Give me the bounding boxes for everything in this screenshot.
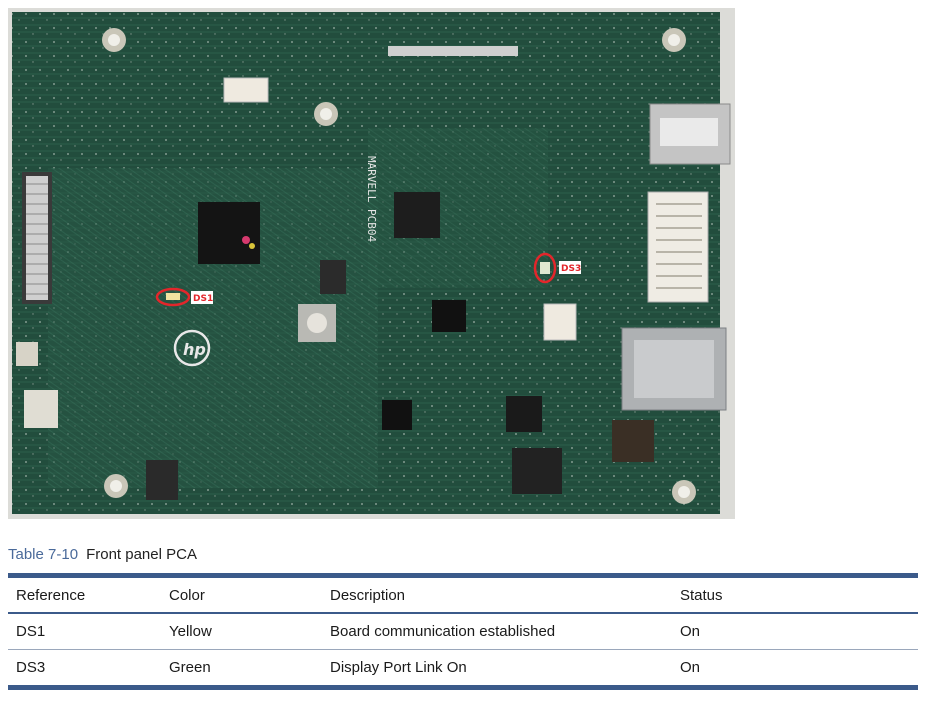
right-connector bbox=[647, 191, 709, 303]
hp-logo bbox=[173, 329, 211, 367]
header-color: Color bbox=[169, 586, 205, 604]
table-caption-title: Front panel PCA bbox=[86, 546, 197, 563]
cell-color: Green bbox=[169, 659, 211, 676]
header-status: Status bbox=[680, 586, 723, 604]
cell-description: Display Port Link On bbox=[330, 659, 467, 676]
ds3-callout-label: DS3 bbox=[561, 264, 581, 274]
display-ic bbox=[394, 192, 440, 238]
table-caption: Table 7-10 Front panel PCA bbox=[8, 544, 197, 566]
pcb-photo: hp MARVELL PCB04 DS1 DS3 bbox=[8, 8, 735, 519]
pcb-board-image: hp MARVELL PCB04 DS1 DS3 bbox=[8, 8, 735, 519]
cell-reference: DS1 bbox=[16, 623, 46, 640]
header-reference: Reference bbox=[16, 586, 86, 604]
svg-text:MARVELL PCB04: MARVELL PCB04 bbox=[365, 156, 378, 242]
ds1-callout: DS1 bbox=[155, 287, 213, 307]
cell-reference: DS3 bbox=[16, 659, 46, 676]
table-caption-label: Table 7-10 bbox=[8, 546, 79, 563]
table-row: DS1 Yellow Board communication establish… bbox=[8, 614, 918, 649]
header-description: Description bbox=[330, 586, 406, 604]
cell-description: Board communication established bbox=[330, 623, 556, 640]
cell-status: On bbox=[680, 623, 701, 640]
cell-color: Yellow bbox=[169, 623, 212, 640]
mounting-holes bbox=[102, 28, 696, 504]
cell-status: On bbox=[680, 659, 701, 676]
main-ic bbox=[198, 202, 260, 264]
table-row: DS3 Green Display Port Link On On bbox=[8, 650, 918, 685]
ds1-callout-label: DS1 bbox=[193, 294, 213, 304]
white-connector bbox=[223, 77, 269, 103]
svg-text:hp: hp bbox=[183, 340, 206, 359]
table-header-row: Reference Color Description Status bbox=[8, 578, 918, 612]
led-table: Reference Color Description Status DS1 Y… bbox=[8, 573, 918, 690]
ds3-callout: DS3 bbox=[533, 252, 581, 284]
